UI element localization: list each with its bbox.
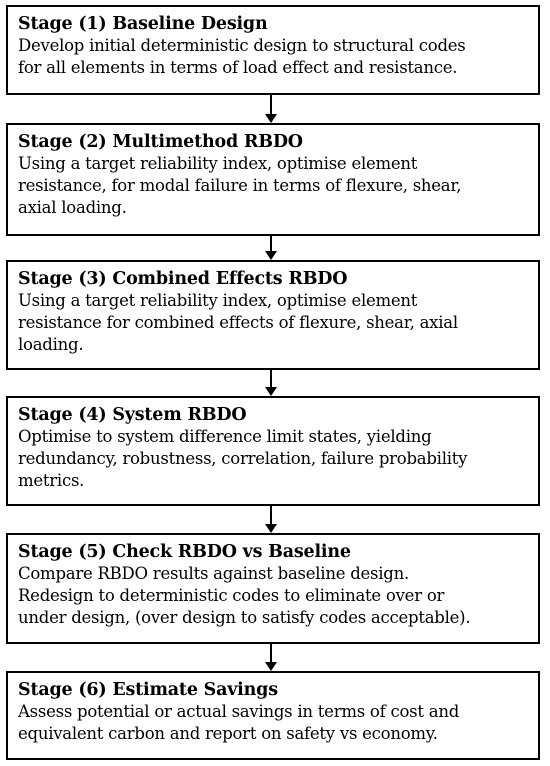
stage-1-box: Stage (1) Baseline Design Develop initia…: [6, 5, 540, 95]
stage-2-title: Stage (2) Multimethod RBDO: [18, 132, 303, 152]
stage-4-title: Stage (4) System RBDO: [18, 405, 247, 425]
stage-2-box: Stage (2) Multimethod RBDO Using a targe…: [6, 123, 540, 236]
stage-6-title: Stage (6) Estimate Savings: [18, 680, 278, 700]
stage-3-line-1: Using a target reliability index, optimi…: [18, 291, 418, 310]
stage-3-line-2: resistance for combined effects of flexu…: [18, 313, 458, 332]
stage-2-line-3: axial loading.: [18, 198, 127, 217]
stage-1-title: Stage (1) Baseline Design: [18, 14, 268, 34]
arrow-5-to-6-icon: [265, 644, 277, 671]
stage-5-box: Stage (5) Check RBDO vs Baseline Compare…: [6, 533, 540, 644]
arrow-4-to-5-icon: [265, 506, 277, 533]
stage-1-description: Develop initial deterministic design to …: [18, 35, 538, 79]
stage-3-box: Stage (3) Combined Effects RBDO Using a …: [6, 260, 540, 370]
stage-6-line-1: Assess potential or actual savings in te…: [18, 702, 460, 721]
arrow-3-to-4-icon: [265, 370, 277, 396]
stage-2-line-1: Using a target reliability index, optimi…: [18, 154, 418, 173]
stage-6-line-2: equivalent carbon and report on safety v…: [18, 724, 438, 743]
stage-5-line-2: Redesign to deterministic codes to elimi…: [18, 586, 445, 605]
stage-5-title: Stage (5) Check RBDO vs Baseline: [18, 542, 351, 562]
stage-5-line-3: under design, (over design to satisfy co…: [18, 608, 471, 627]
stage-6-box: Stage (6) Estimate Savings Assess potent…: [6, 671, 540, 760]
stage-4-line-1: Optimise to system difference limit stat…: [18, 427, 432, 446]
stage-4-box: Stage (4) System RBDO Optimise to system…: [6, 396, 540, 506]
stage-4-line-3: metrics.: [18, 471, 85, 490]
stage-1-line-1: Develop initial deterministic design to …: [18, 36, 466, 55]
stage-3-title: Stage (3) Combined Effects RBDO: [18, 269, 348, 289]
stage-4-description: Optimise to system difference limit stat…: [18, 426, 538, 492]
stage-1-line-2: for all elements in terms of load effect…: [18, 58, 458, 77]
stage-3-description: Using a target reliability index, optimi…: [18, 290, 538, 356]
stage-5-line-1: Compare RBDO results against baseline de…: [18, 564, 409, 583]
arrow-2-to-3-icon: [265, 236, 277, 260]
arrow-1-to-2-icon: [265, 95, 277, 123]
stage-4-line-2: redundancy, robustness, correlation, fai…: [18, 449, 468, 468]
stage-2-line-2: resistance, for modal failure in terms o…: [18, 176, 462, 195]
stage-2-description: Using a target reliability index, optimi…: [18, 153, 538, 219]
stage-3-line-3: loading.: [18, 335, 84, 354]
stage-6-description: Assess potential or actual savings in te…: [18, 701, 538, 745]
stage-5-description: Compare RBDO results against baseline de…: [18, 563, 538, 629]
